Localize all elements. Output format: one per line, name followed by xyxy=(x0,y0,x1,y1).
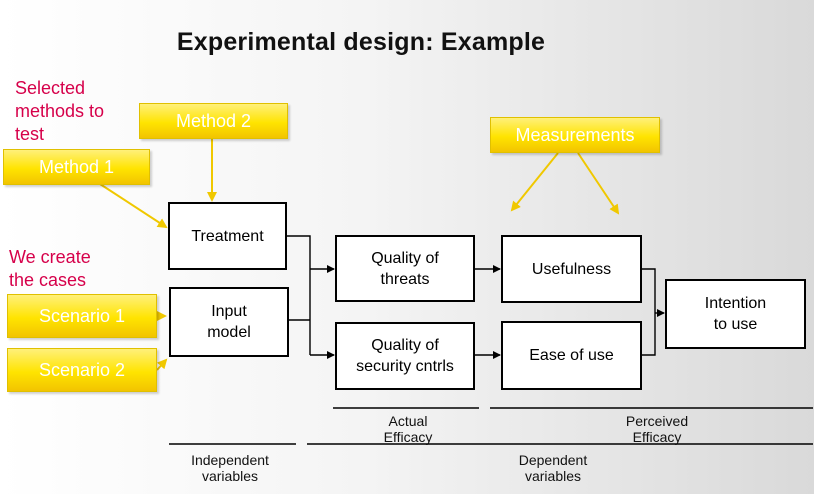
method1-label: Method 1 xyxy=(3,149,150,185)
actual-efficacy-line2: Efficacy xyxy=(383,429,433,445)
quality-security-box: Quality of security cntrls xyxy=(335,322,475,390)
usefulness-text: Usefulness xyxy=(531,260,612,278)
usefulness-box: Usefulness xyxy=(501,235,642,303)
perceived-efficacy-line2: Efficacy xyxy=(632,429,682,445)
slide-title: Experimental design: Example xyxy=(176,28,546,56)
dependent-variables-caption: Dependent variables xyxy=(493,452,613,484)
ease-of-use-text: Ease of use xyxy=(529,347,614,364)
perceived-efficacy-line1: Perceived xyxy=(625,413,689,429)
intention-text-line1: Intention xyxy=(704,295,767,312)
quality-threats-text-line1: Quality of xyxy=(371,249,439,267)
note-we-create-cases: We create the cases xyxy=(9,247,91,290)
quality-threats-text-line2: threats xyxy=(380,270,430,288)
connector-treatment xyxy=(287,235,311,355)
scenario2-pointer xyxy=(156,358,168,371)
ease-of-use-box: Ease of use xyxy=(501,321,642,390)
method2-label: Method 2 xyxy=(139,103,288,139)
independent-variables-caption: Independent variables xyxy=(170,452,290,484)
actual-efficacy-line1: Actual xyxy=(388,413,428,429)
treatment-box: Treatment xyxy=(168,202,287,270)
scenario1-label: Scenario 1 xyxy=(7,294,157,338)
quality-security-text-line2: security cntrls xyxy=(356,358,454,375)
measurements-label: Measurements xyxy=(490,117,660,153)
actual-efficacy-caption: Actual Efficacy xyxy=(350,413,466,445)
scenario2-label: Scenario 2 xyxy=(7,348,157,392)
intention-to-use-box: Intention to use xyxy=(665,279,806,349)
input-model-box: Input model xyxy=(169,287,289,357)
quality-threats-box: Quality of threats xyxy=(335,235,475,302)
input-model-text-line1: Input xyxy=(211,303,247,320)
quality-security-text-line1: Quality of xyxy=(371,337,439,354)
connector-usefulness-ease xyxy=(642,268,656,356)
dependent-line1: Dependent xyxy=(518,452,588,468)
intention-text-line2: to use xyxy=(713,316,758,333)
method1-pointer xyxy=(99,183,168,229)
note-selected-methods: Selected methods to test xyxy=(15,78,105,144)
measurements-pointer-left xyxy=(510,152,559,212)
input-model-text-line2: model xyxy=(207,324,251,341)
independent-line2: variables xyxy=(201,468,259,484)
measurements-pointer-right xyxy=(577,152,620,215)
dependent-line2: variables xyxy=(524,468,582,484)
perceived-efficacy-caption: Perceived Efficacy xyxy=(597,413,717,445)
treatment-text: Treatment xyxy=(191,227,264,245)
independent-line1: Independent xyxy=(191,452,269,468)
